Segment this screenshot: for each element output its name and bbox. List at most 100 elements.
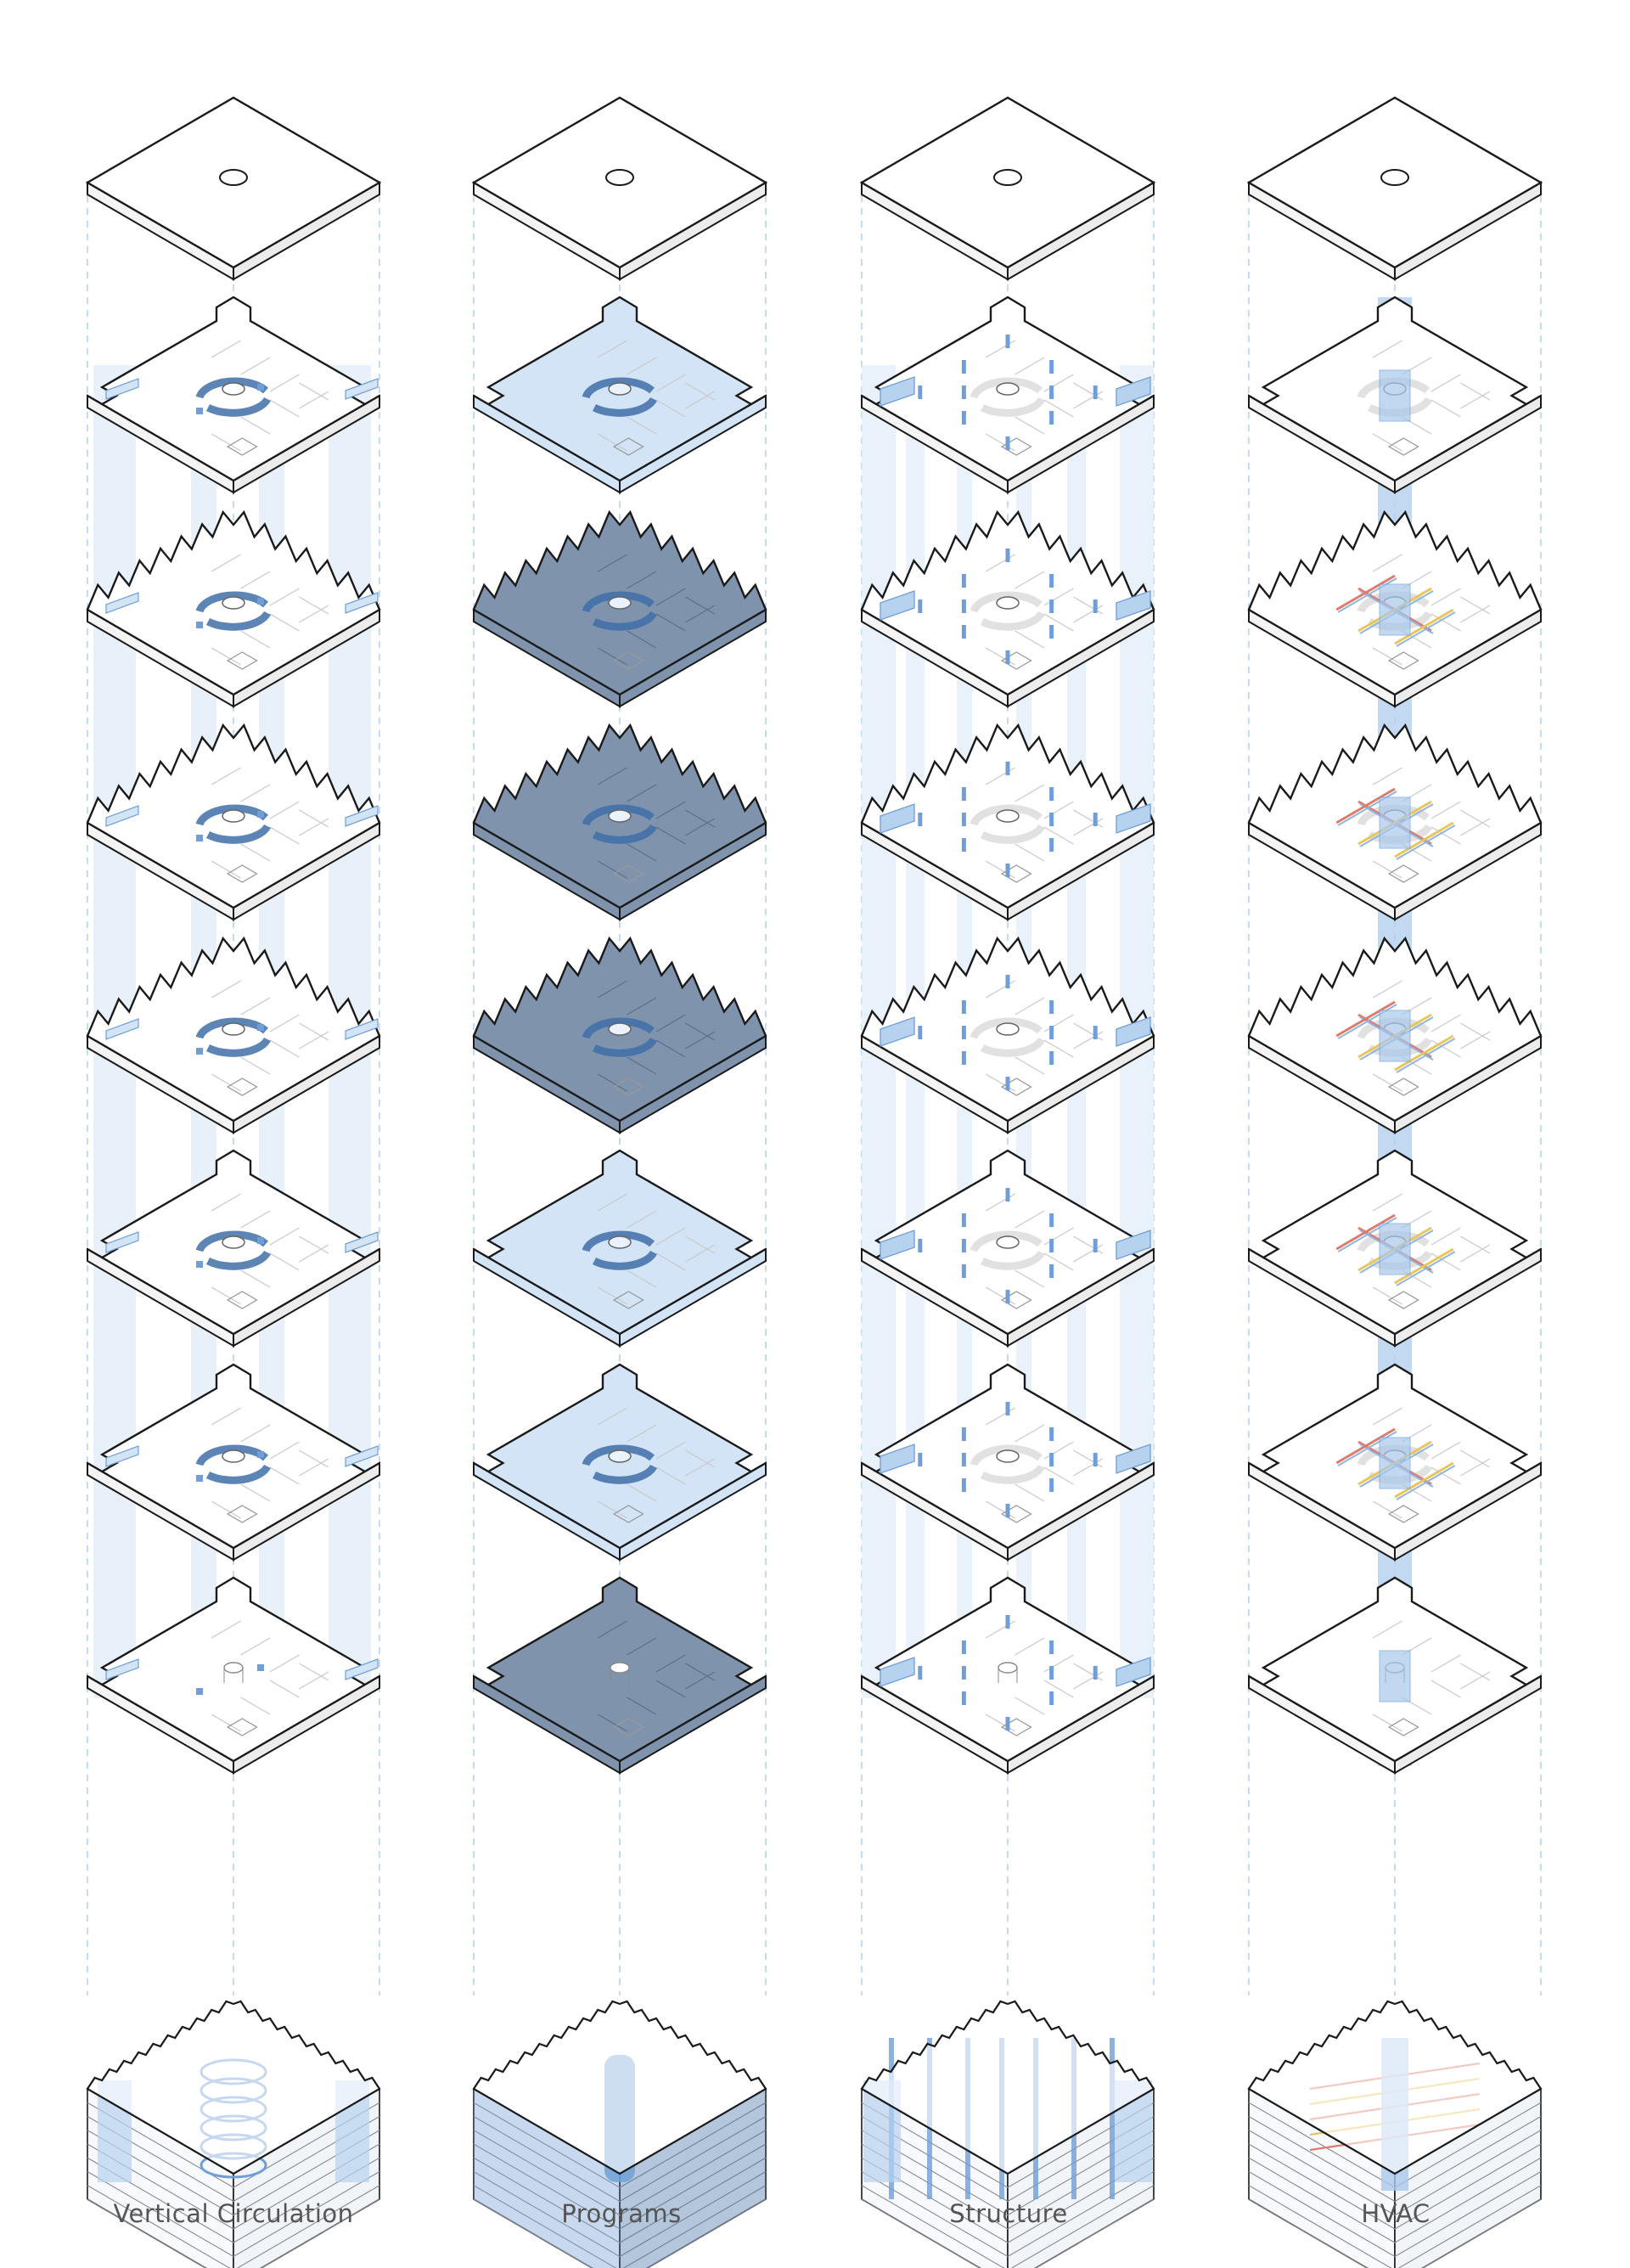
partition-line [627,1269,657,1288]
partition-line [1372,1286,1402,1305]
partition-line [597,1620,627,1639]
partition-line [597,340,627,358]
partition-line [1372,1073,1402,1092]
structural-column [961,1666,966,1680]
spiral-stair [980,1037,1046,1057]
core-cylinder [996,382,1020,396]
shear-wall-block [1116,803,1151,834]
partition-line [985,1500,1015,1519]
partition-line [1372,767,1402,785]
core-cylinder [222,1449,245,1463]
hvac-duct [1394,821,1454,858]
tower-floor-line [1248,2198,1542,2268]
tower-floor-line [87,2198,380,2268]
column-structure [859,96,1156,2268]
partition-line [240,1637,271,1656]
partition-line [685,1671,716,1690]
core-cylinder [222,1235,245,1249]
partition-line [1073,605,1104,623]
slab-top [85,96,382,269]
column-label-structure: Structure [949,2199,1068,2228]
structural-column [1005,1504,1010,1517]
floor-plate-level-1 [473,1576,767,1775]
stair-core-block [105,592,139,614]
elevator-marker [257,1451,264,1458]
hvac-duct [1394,1034,1454,1072]
partition-line [1430,1039,1461,1058]
core-cylinder [222,596,245,610]
partition-line [655,826,686,845]
spiral-stair [970,1444,1043,1466]
partition-line [627,997,657,1016]
hvac-shaft-segment [1379,1437,1411,1489]
partition-line [597,554,627,572]
structural-column [961,599,966,613]
partition-line [269,374,300,392]
partition-line [597,1714,627,1732]
structural-column [1049,411,1054,425]
structural-column [1005,762,1010,775]
partition-line [1460,1031,1491,1050]
structural-column [918,1666,923,1680]
partition-line [1015,630,1045,649]
structural-column [1005,1077,1010,1090]
hvac-shaft-segment [1379,1650,1411,1702]
tower-roof [86,2000,381,2175]
room-box [612,1505,644,1523]
partition-line [985,1193,1015,1212]
structural-column [961,625,966,639]
partition-line [985,767,1015,785]
partition-line [685,605,716,623]
partition-line [1015,357,1045,375]
partition-line [597,860,627,879]
assembled-tower [1247,2000,1543,2268]
partition-line [655,801,686,819]
structural-column [1049,386,1054,399]
floor-plate-level-4 [472,936,767,1134]
partition-line [299,1458,329,1477]
partition-line [211,860,241,879]
partition-line [1460,382,1491,401]
structural-column [1049,360,1054,374]
floor-plate-level-5 [1247,723,1543,921]
structural-column [1093,1666,1098,1680]
hvac-duct [1396,1251,1456,1286]
structural-column [1005,549,1010,562]
spiral-stair [970,377,1043,399]
partition-line [269,1252,300,1271]
spiral-stair [980,1250,1046,1270]
partition-line [1430,374,1461,392]
structural-column [1093,1453,1098,1466]
partition-line [1043,1466,1074,1485]
structural-column [961,1453,966,1466]
tower-floor-line [1248,2157,1542,2243]
partition-line [1372,554,1402,572]
hvac-shaft-segment [1379,796,1411,849]
floor-plate-level-7 [861,295,1155,494]
spiral-stair [205,1464,272,1484]
structural-column [918,1453,923,1466]
floor-plate-level-5 [86,723,381,921]
partition-line [1015,1637,1045,1656]
tower-floor-line [87,2102,380,2188]
structural-column [961,1691,966,1705]
partition-line [1043,399,1074,418]
partition-line [627,1210,657,1229]
tower-floor-line [473,2130,767,2216]
partition-line [299,1449,329,1468]
tower-floor-line [87,2116,380,2203]
core-cylinder [608,1022,632,1036]
spiral-stair [582,377,655,399]
partition-line [685,1458,716,1477]
floor-plate-level-7 [87,295,380,494]
partition-line [597,1193,627,1212]
shear-wall-block [1116,1444,1151,1474]
structural-column [1049,625,1054,639]
elevator-marker [196,1688,203,1695]
hvac-duct [1335,1000,1396,1038]
room-box [226,437,258,456]
tower-floor-line [861,2102,1155,2188]
partition-line [1073,1031,1104,1050]
elevator-marker [196,1048,203,1055]
partition-line [1372,340,1402,358]
